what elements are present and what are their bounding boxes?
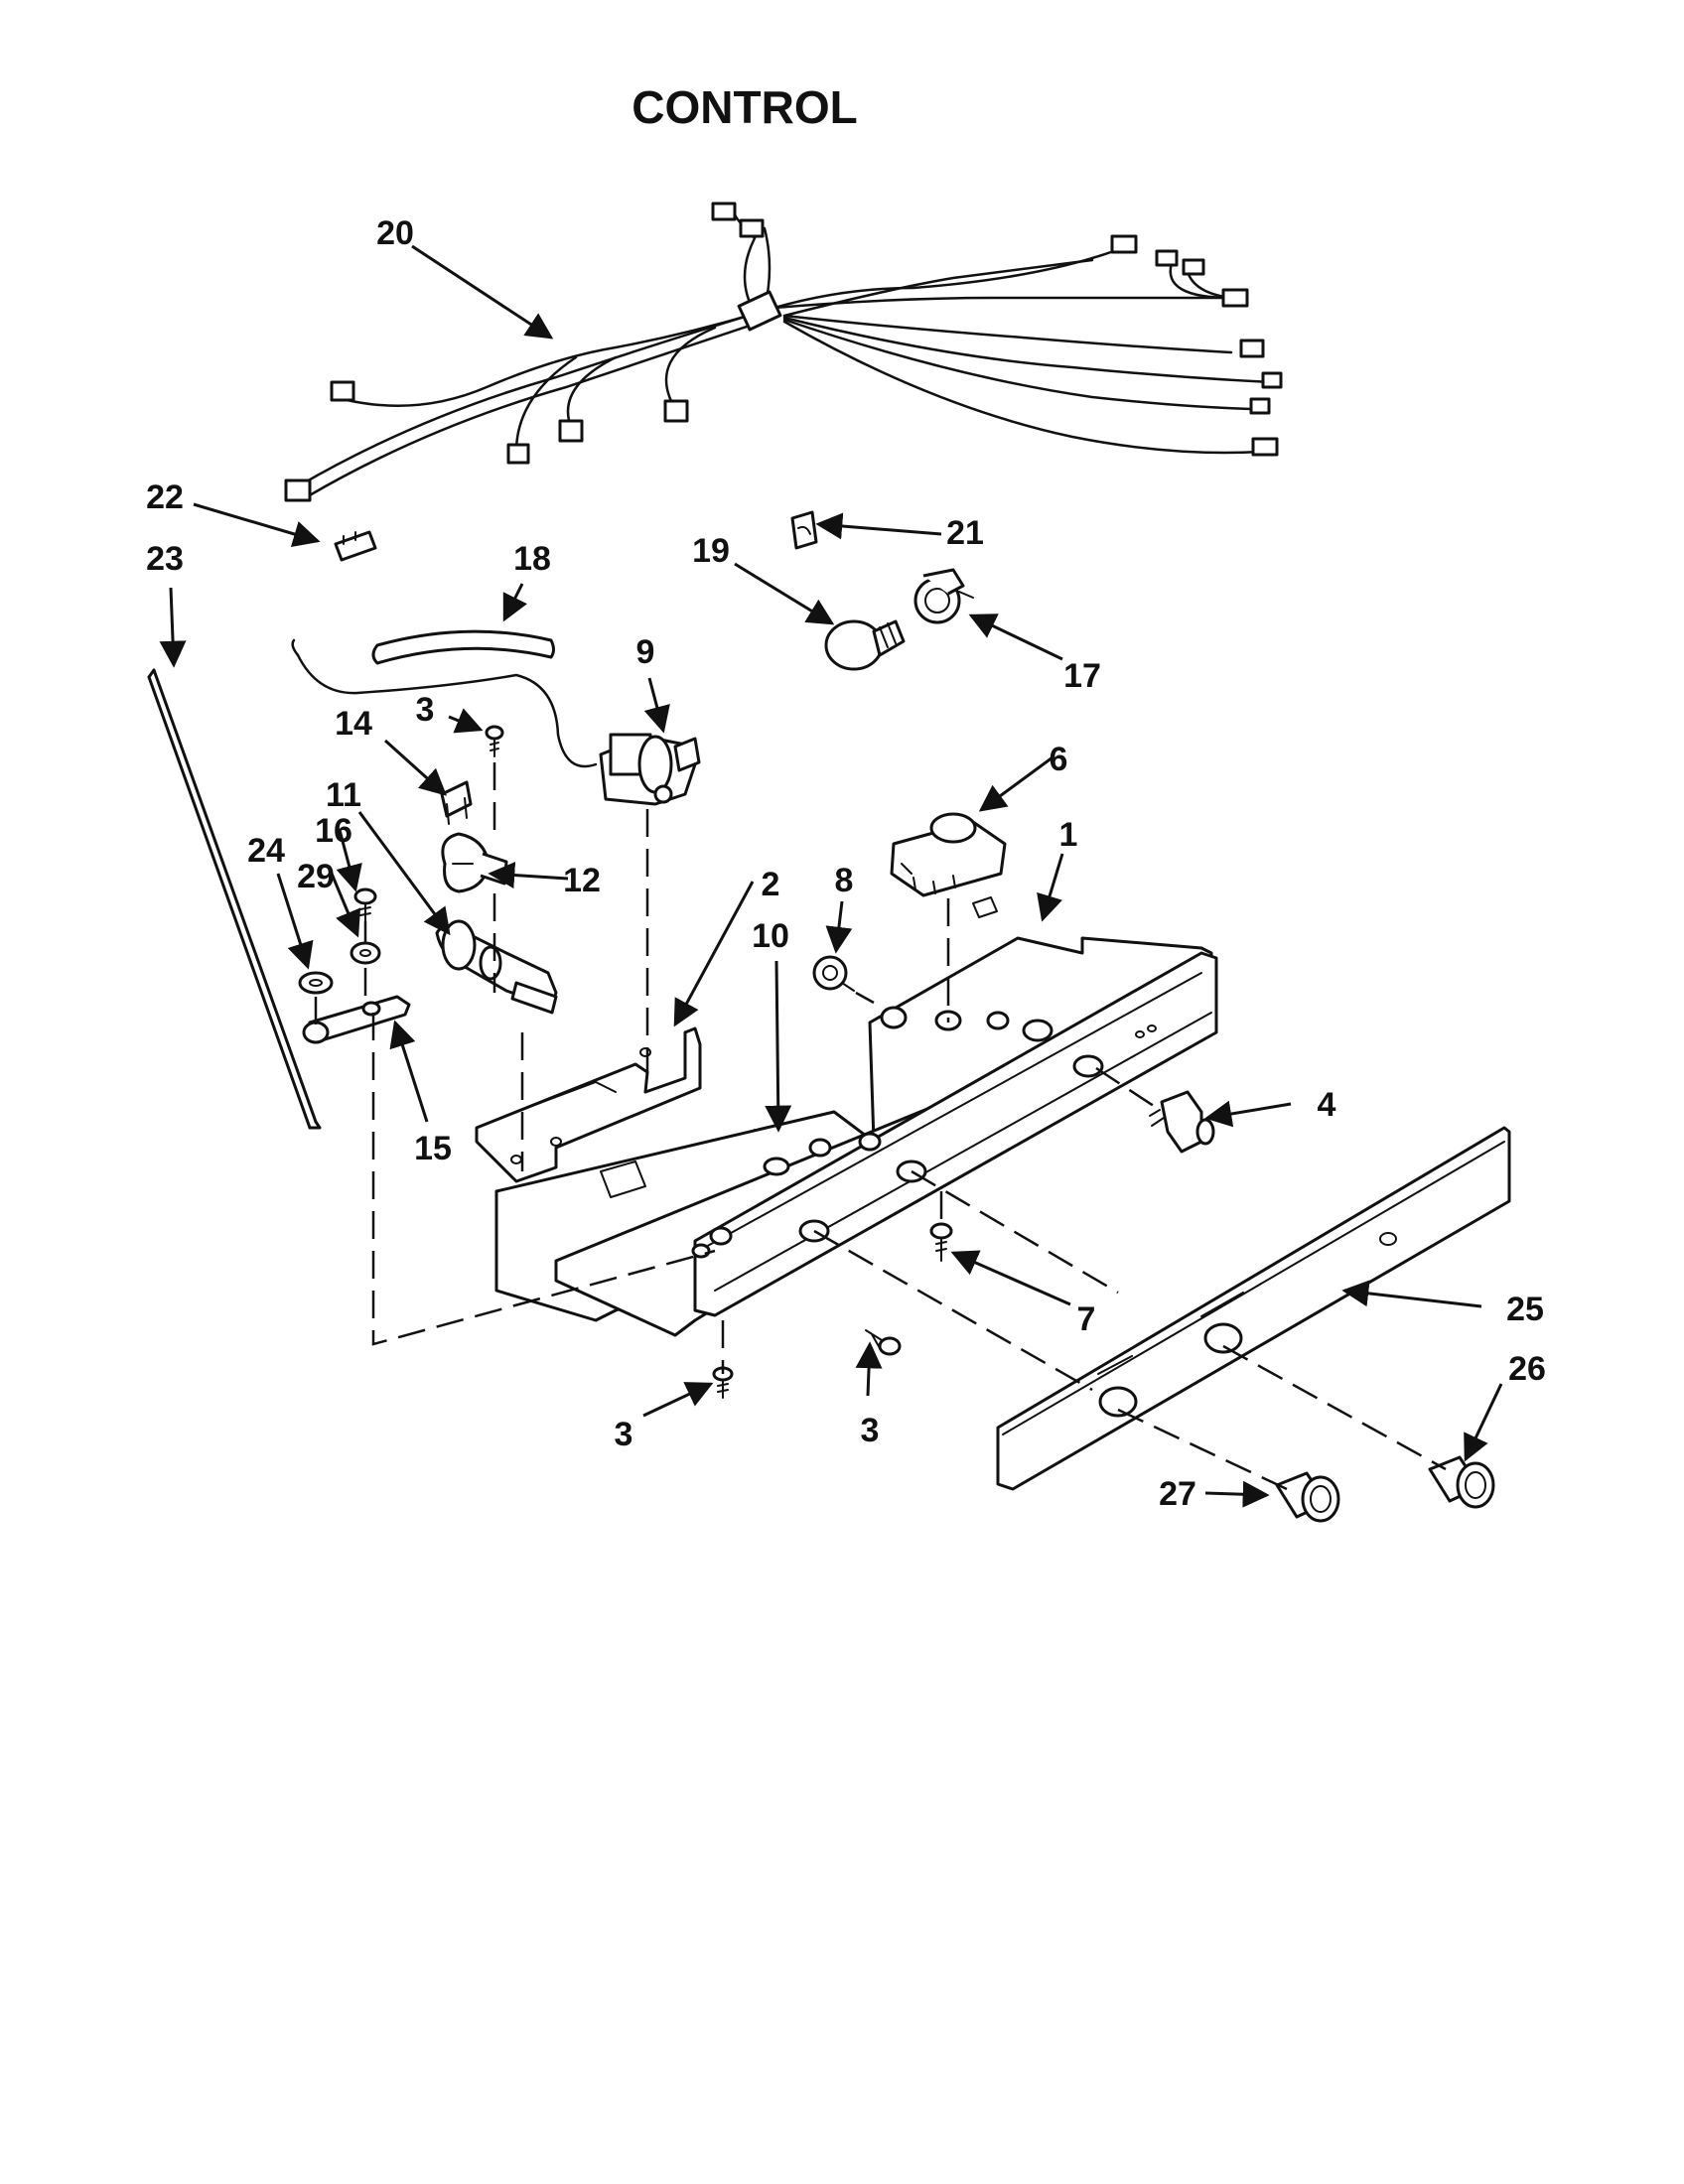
callout-3-bottom-right: 3 xyxy=(861,1412,880,1449)
callout-1: 1 xyxy=(1059,816,1078,854)
callout-18: 18 xyxy=(513,540,551,578)
clamp-icon xyxy=(441,832,508,893)
leader-arrows xyxy=(159,244,1503,1508)
callout-11: 11 xyxy=(326,776,361,814)
assembly-lines xyxy=(314,762,1447,1491)
callout-26: 26 xyxy=(1508,1350,1546,1388)
callout-20: 20 xyxy=(376,214,414,252)
callout-25: 25 xyxy=(1506,1291,1544,1328)
callout-24: 24 xyxy=(247,832,285,870)
callout-9: 9 xyxy=(636,633,655,671)
clip-icon xyxy=(790,510,818,550)
bushing-icon xyxy=(812,955,855,992)
callout-8: 8 xyxy=(835,862,854,899)
callout-4: 4 xyxy=(1318,1086,1336,1124)
thermostat-icon xyxy=(291,638,701,806)
clip-icon xyxy=(334,530,377,562)
callout-12: 12 xyxy=(563,862,601,899)
rod-icon xyxy=(147,668,322,1130)
clip-icon xyxy=(440,780,473,825)
callout-17: 17 xyxy=(1063,657,1101,695)
knob-icon xyxy=(1275,1471,1340,1523)
defrost-timer-icon xyxy=(890,812,1007,897)
callout-7: 7 xyxy=(1077,1300,1096,1338)
callout-23: 23 xyxy=(146,540,184,578)
callout-3-bottom-left: 3 xyxy=(615,1416,633,1453)
callout-21: 21 xyxy=(946,514,984,552)
callout-3-top: 3 xyxy=(416,691,435,729)
callout-29: 29 xyxy=(297,858,335,895)
lamp-socket-icon xyxy=(913,568,974,624)
sleeve-tube-icon xyxy=(371,629,555,665)
callout-27: 27 xyxy=(1159,1475,1196,1513)
wire-harness-icon xyxy=(284,202,1283,502)
control-housing-icon xyxy=(494,896,1218,1337)
callout-14: 14 xyxy=(335,705,372,743)
washer-icon xyxy=(350,941,381,965)
screw-icon xyxy=(485,725,504,757)
callout-6: 6 xyxy=(1050,741,1068,778)
callout-10: 10 xyxy=(752,917,789,955)
link-arm-icon xyxy=(302,995,411,1044)
callout-22: 22 xyxy=(146,478,184,516)
diagram-title: CONTROL xyxy=(632,81,857,133)
screw-icon xyxy=(929,1222,953,1262)
callout-labels: 20 22 23 21 19 17 18 9 3 14 11 16 24 29 … xyxy=(146,214,1546,1513)
callout-19: 19 xyxy=(692,532,730,570)
light-bulb-icon xyxy=(824,619,906,671)
callout-2: 2 xyxy=(762,866,780,903)
callout-16: 16 xyxy=(315,812,352,850)
screw-icon xyxy=(865,1329,902,1356)
screw-icon xyxy=(353,887,377,922)
callout-15: 15 xyxy=(414,1130,452,1167)
washer-icon xyxy=(298,971,334,995)
control-panel-plate-icon xyxy=(996,1126,1511,1491)
control-shaft-icon xyxy=(435,919,558,1015)
switch-icon xyxy=(1149,1090,1215,1154)
